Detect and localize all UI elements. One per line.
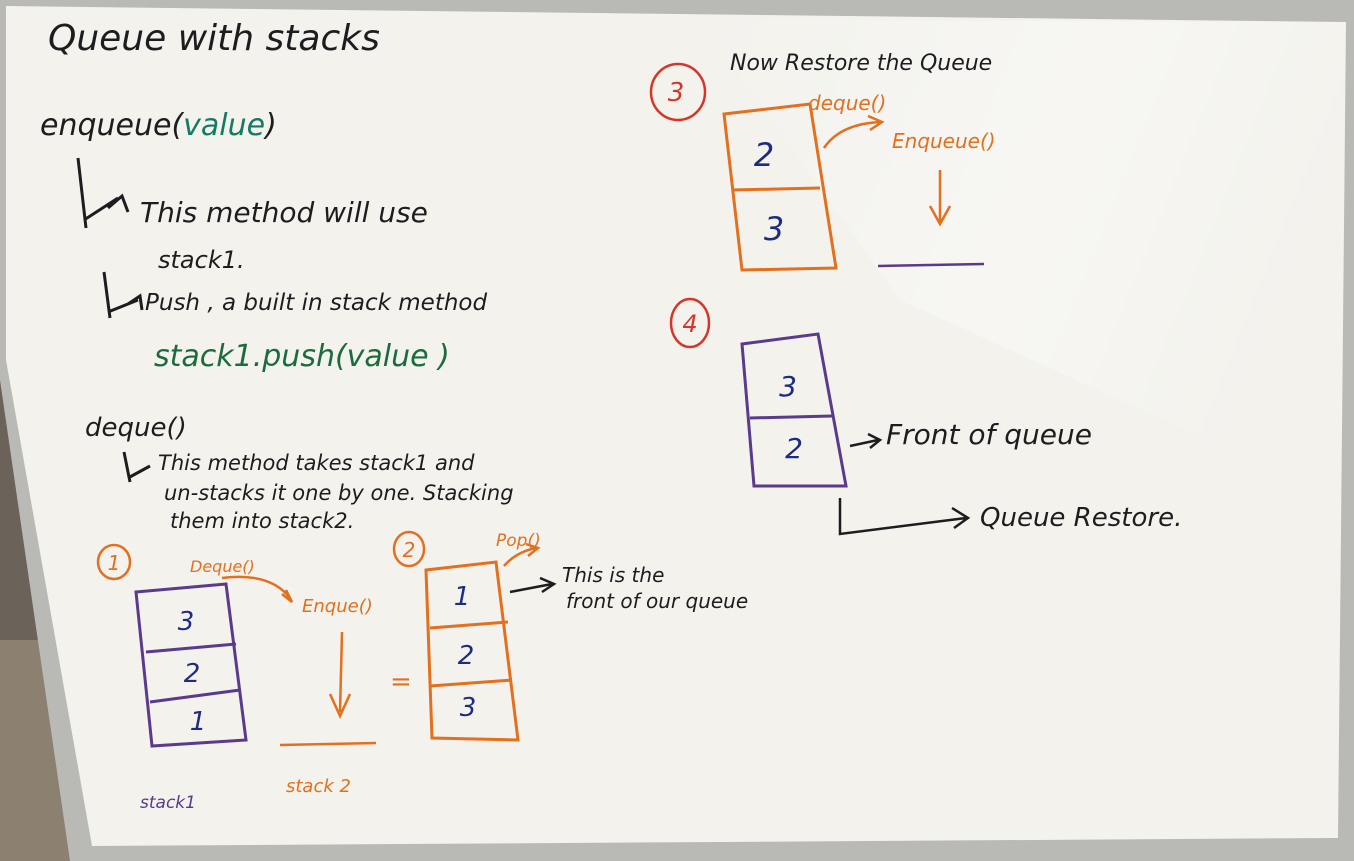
step3-header: Now Restore the Queue xyxy=(730,51,992,76)
board-title: Queue with stacks xyxy=(48,18,380,59)
step1-deque-label: Deque() xyxy=(190,557,255,576)
step4-restore-label: Queue Restore. xyxy=(980,503,1182,533)
deque-section: deque() This method takes stack1 and un-… xyxy=(85,413,514,533)
step3-enqueue-label: Enqueue() xyxy=(892,129,996,153)
step3-cell: 2 xyxy=(754,136,774,174)
step1-circle xyxy=(96,543,132,581)
right-arrow-icon xyxy=(849,432,883,449)
elbow-arrow-icon xyxy=(838,498,971,536)
stack1-cell: 1 xyxy=(190,707,207,737)
step2-cell: 2 xyxy=(458,641,475,671)
step3-stack-box xyxy=(722,102,838,272)
stack1-label: stack1 xyxy=(140,793,196,813)
stack-divider xyxy=(731,186,821,192)
step3-deque-label: deque() xyxy=(808,91,886,115)
down-arrow-icon xyxy=(328,631,352,720)
enqueue-section: enqueue(value) This method will use stac… xyxy=(40,108,488,374)
arrow-elbow-icon xyxy=(76,157,130,229)
step2-note-line1: This is the xyxy=(562,563,664,587)
step3-diagram: 3 Now Restore the Queue 2 3 deque() Enqu… xyxy=(649,51,996,272)
enqueue-note-line2: stack1. xyxy=(158,246,245,274)
curved-arrow-icon xyxy=(822,114,885,149)
step2-number: 2 xyxy=(403,538,416,562)
curved-arrow-icon xyxy=(503,542,541,567)
stack-divider xyxy=(429,678,513,688)
down-arrow-icon xyxy=(928,170,952,227)
step4-diagram: 4 3 2 Front of queue Queue Restore. xyxy=(669,297,1182,536)
arrow-elbow-icon xyxy=(122,451,151,483)
step3-empty-line xyxy=(877,262,985,268)
stack1-box xyxy=(134,582,248,748)
stack-divider xyxy=(149,688,241,704)
step4-cell: 3 xyxy=(779,370,797,403)
stack-divider xyxy=(749,414,833,420)
stack1-cell: 3 xyxy=(178,607,195,637)
step2-cell: 3 xyxy=(460,693,477,723)
enqueue-signature: enqueue(value) xyxy=(40,108,277,143)
step3-number: 3 xyxy=(668,78,685,108)
curved-arrow-icon xyxy=(221,575,294,603)
step1-number: 1 xyxy=(108,551,121,575)
step2-diagram: 2 = 1 2 3 Pop() This is the front of our… xyxy=(390,530,748,742)
step3-cell: 3 xyxy=(764,210,784,248)
step2-note-line2: front of our queue xyxy=(566,589,748,613)
step3-circle xyxy=(649,62,707,122)
stack-divider xyxy=(145,642,237,654)
deque-note-line1: This method takes stack1 and xyxy=(158,451,475,475)
deque-note-line3: them into stack2. xyxy=(170,509,354,533)
deque-note-line2: un-stacks it one by one. Stacking xyxy=(164,481,514,505)
step4-front-label: Front of queue xyxy=(886,418,1092,451)
arrow-elbow-icon xyxy=(102,271,144,319)
right-arrow-icon xyxy=(509,576,557,594)
enqueue-note-line1: This method will use xyxy=(140,196,428,229)
step4-circle xyxy=(669,297,711,349)
step2-stack-box xyxy=(424,560,520,742)
stack1-cell: 2 xyxy=(184,659,201,689)
deque-signature: deque() xyxy=(85,413,187,443)
stack-divider xyxy=(429,620,509,630)
stack2-empty-line xyxy=(279,741,377,747)
step4-number: 4 xyxy=(682,310,697,338)
step1-diagram: 1 Deque() Enque() stack 2 3 2 1 stack1 xyxy=(96,543,377,813)
step4-cell: 2 xyxy=(785,432,803,465)
step4-stack-box xyxy=(740,332,848,488)
step1-enqueue-label: Enque() xyxy=(302,596,373,617)
stack2-label: stack 2 xyxy=(286,776,351,797)
enqueue-code: stack1.push(value ) xyxy=(154,339,450,374)
step2-cell: 1 xyxy=(454,582,471,612)
enqueue-note2: Push , a built in stack method xyxy=(145,290,488,316)
step2-equals: = xyxy=(390,667,412,697)
step2-circle xyxy=(392,530,426,568)
board-glare xyxy=(700,20,1346,500)
